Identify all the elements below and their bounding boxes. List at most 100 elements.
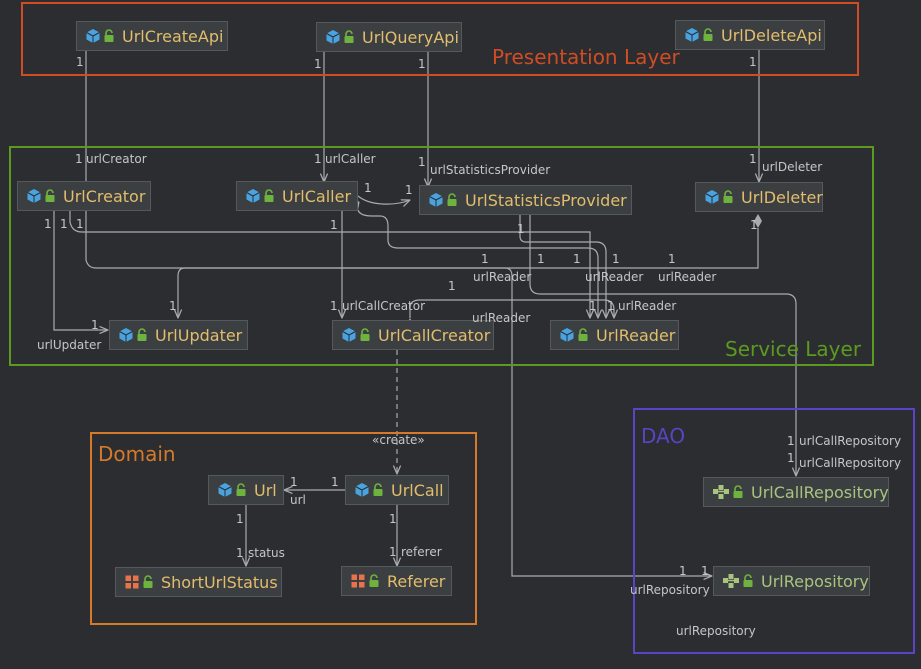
- class-url-statistics-provider[interactable]: UrlStatisticsProvider: [419, 185, 632, 215]
- class-icon: [704, 188, 720, 206]
- multiplicity-label: 1: [75, 152, 83, 166]
- multiplicity-label: 1: [517, 222, 525, 236]
- lock-icon: [263, 188, 275, 204]
- class-name: UrlCallCreator: [378, 325, 491, 345]
- enum-short-url-status[interactable]: ShortUrlStatus: [115, 567, 282, 597]
- class-icon: [325, 28, 341, 46]
- class-icon: [428, 191, 444, 209]
- lock-icon: [577, 327, 589, 343]
- class-name: UrlRepository: [761, 571, 869, 591]
- lock-icon: [732, 484, 744, 500]
- domain-title: Domain: [98, 442, 176, 466]
- class-name: UrlQueryApi: [362, 27, 459, 47]
- role-label: urlUpdater: [37, 338, 102, 352]
- presentation-layer-group: Presentation Layer: [21, 2, 859, 76]
- lock-icon: [359, 327, 371, 343]
- multiplicity-label: 1: [314, 152, 322, 166]
- class-url[interactable]: Url: [208, 475, 284, 505]
- multiplicity-label: 1: [701, 564, 709, 578]
- edge-callcreator-reader: [410, 299, 614, 318]
- multiplicity-label: 1: [679, 564, 687, 578]
- multiplicity-label: 1: [60, 217, 68, 231]
- lock-icon: [722, 189, 734, 205]
- class-url-deleter[interactable]: UrlDeleter: [695, 182, 823, 212]
- multiplicity-label: 1: [331, 475, 339, 489]
- multiplicity-label: 1: [76, 55, 84, 69]
- class-icon: [217, 481, 233, 499]
- lock-icon: [343, 29, 355, 45]
- role-label: urlRepository: [630, 583, 710, 597]
- class-url-updater[interactable]: UrlUpdater: [109, 320, 248, 350]
- enum-referer[interactable]: Referer: [341, 566, 452, 596]
- class-url-reader[interactable]: UrlReader: [550, 320, 679, 350]
- multiplicity-label: 1: [537, 252, 545, 266]
- multiplicity-label: 1: [749, 55, 757, 69]
- multiplicity-label: 1: [668, 252, 676, 266]
- edge-creator-reader: [70, 210, 590, 318]
- role-label: urlCreator: [86, 152, 147, 166]
- multiplicity-label: 1: [290, 475, 298, 489]
- class-name: UrlCallRepository: [751, 482, 889, 502]
- multiplicity-label: 1: [405, 183, 413, 197]
- class-name: UrlCreateApi: [122, 26, 224, 46]
- multiplicity-label: 1: [418, 155, 426, 169]
- service-layer-group: Service Layer: [9, 146, 874, 366]
- class-url-caller[interactable]: UrlCaller: [236, 181, 358, 211]
- lock-icon: [742, 573, 754, 589]
- multiplicity-label: 1: [589, 299, 597, 313]
- class-icon: [354, 481, 370, 499]
- class-url-create-api[interactable]: UrlCreateApi: [76, 21, 228, 51]
- lock-icon: [446, 192, 458, 208]
- role-label: urlCallRepository: [799, 434, 902, 448]
- role-label: urlRepository: [676, 624, 756, 638]
- multiplicity-label: 1: [448, 279, 456, 293]
- interface-icon: [722, 572, 740, 590]
- multiplicity-label: 1: [750, 218, 758, 232]
- class-name: UrlReader: [596, 325, 676, 345]
- class-url-query-api[interactable]: UrlQueryApi: [316, 22, 462, 52]
- class-name: Referer: [387, 571, 446, 591]
- multiplicity-label: 1: [91, 318, 99, 332]
- class-icon: [559, 326, 575, 344]
- presentation-layer-title: Presentation Layer: [492, 45, 680, 69]
- enum-icon: [124, 573, 140, 591]
- role-label: urlReader: [618, 299, 677, 313]
- multiplicity-label: 1: [749, 152, 757, 166]
- associations: [54, 48, 796, 576]
- multiplicity-label: 1: [330, 299, 338, 313]
- role-label: urlDeleter: [762, 160, 823, 174]
- role-label: urlReader: [472, 311, 531, 325]
- lock-icon: [44, 188, 56, 204]
- interface-icon: [712, 483, 730, 501]
- multiplicity-label: 1: [236, 512, 244, 526]
- role-label: urlCaller: [325, 152, 376, 166]
- multiplicity-label: 1: [787, 434, 795, 448]
- lock-icon: [372, 482, 384, 498]
- class-name: Url: [254, 480, 277, 500]
- role-label: url: [290, 493, 306, 507]
- multiplicity-label: 1: [389, 512, 397, 526]
- interface-url-call-repository[interactable]: UrlCallRepository: [703, 477, 889, 507]
- multiplicity-label: 1: [364, 181, 372, 195]
- multiplicity-label: 1: [236, 546, 244, 560]
- class-url-delete-api[interactable]: UrlDeleteApi: [675, 20, 825, 50]
- multiplicity-label: 1: [389, 545, 397, 559]
- role-label: urlStatisticsProvider: [430, 163, 551, 177]
- interface-url-repository[interactable]: UrlRepository: [713, 566, 870, 596]
- class-url-creator[interactable]: UrlCreator: [17, 181, 151, 211]
- multiplicity-label: 1: [787, 451, 795, 465]
- multiplicity-label: 1: [573, 252, 581, 266]
- class-icon: [85, 27, 101, 45]
- class-name: UrlStatisticsProvider: [465, 190, 627, 210]
- class-url-call-creator[interactable]: UrlCallCreator: [332, 320, 494, 350]
- multiplicity-label: 1: [418, 57, 426, 71]
- role-label: referer: [401, 545, 442, 559]
- class-name: UrlCreator: [63, 186, 146, 206]
- lock-icon: [368, 573, 380, 589]
- class-icon: [245, 187, 261, 205]
- multiplicity-label: 1: [314, 57, 322, 71]
- class-url-call[interactable]: UrlCall: [345, 475, 449, 505]
- class-name: UrlCaller: [282, 186, 352, 206]
- class-name: UrlDeleteApi: [721, 25, 822, 45]
